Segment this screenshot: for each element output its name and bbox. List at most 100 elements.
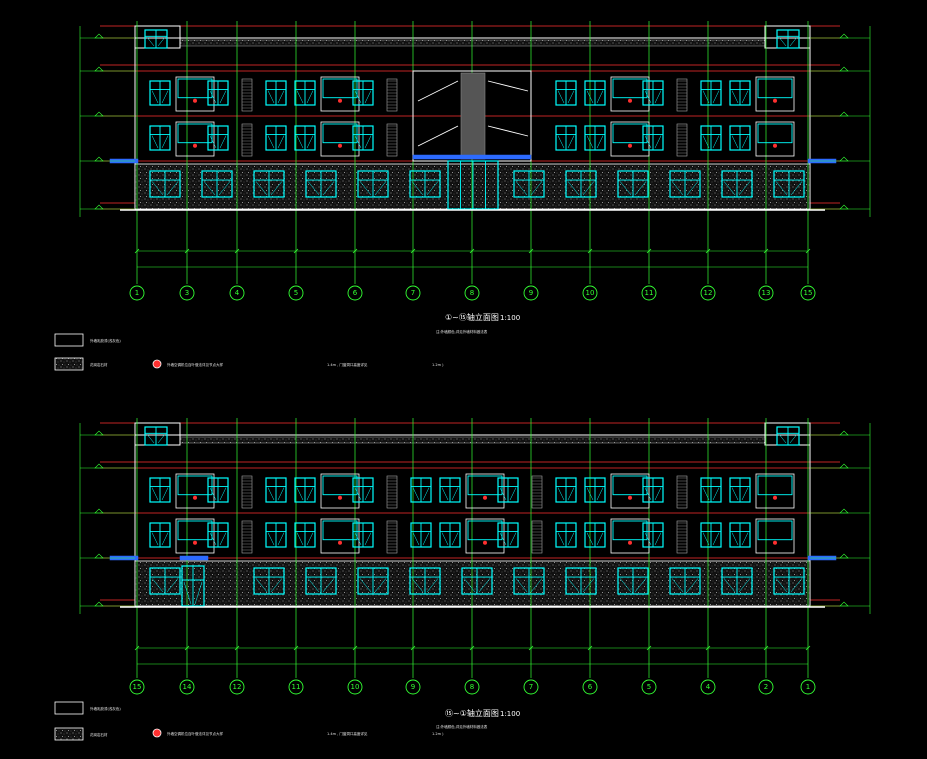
window bbox=[669, 170, 701, 198]
ac-unit bbox=[610, 473, 650, 509]
window bbox=[181, 565, 205, 607]
axis-bubble bbox=[758, 285, 774, 301]
window bbox=[642, 522, 664, 548]
axis-label: 12 bbox=[233, 683, 242, 691]
window-swing bbox=[306, 487, 314, 501]
window bbox=[700, 125, 722, 151]
window bbox=[265, 477, 287, 503]
window-swing bbox=[634, 181, 647, 196]
ac-window bbox=[177, 78, 213, 99]
louver bbox=[386, 520, 398, 554]
dim-tick bbox=[763, 645, 769, 651]
level-marker bbox=[839, 508, 849, 514]
louver-frame bbox=[241, 520, 253, 554]
ac-frame bbox=[175, 76, 215, 112]
window-swing bbox=[557, 135, 565, 149]
window-swing bbox=[671, 578, 684, 593]
ac-window bbox=[322, 475, 358, 496]
window-swing bbox=[151, 487, 159, 501]
louver bbox=[676, 520, 688, 554]
window-swing bbox=[586, 90, 594, 104]
window-swing bbox=[426, 578, 439, 593]
louver-frame bbox=[676, 123, 688, 157]
corner-tower bbox=[764, 422, 811, 446]
ac-marker bbox=[773, 98, 777, 103]
window-swing bbox=[515, 181, 528, 196]
ac-window bbox=[757, 520, 793, 541]
ac-marker bbox=[193, 495, 197, 500]
ac-frame bbox=[465, 518, 505, 554]
window-swing bbox=[499, 487, 507, 501]
window bbox=[352, 477, 374, 503]
axis-label: 8 bbox=[470, 289, 474, 297]
window-swing bbox=[723, 578, 736, 593]
axis-bubble bbox=[758, 679, 774, 695]
ac-frame bbox=[320, 76, 360, 112]
axis-bubble bbox=[641, 285, 657, 301]
axis-bubble bbox=[582, 679, 598, 695]
rear-legend-stone: 花岗岩石材 bbox=[90, 732, 108, 737]
level-marker bbox=[94, 430, 104, 436]
window-swing bbox=[151, 578, 164, 593]
axis-label: 13 bbox=[762, 289, 771, 297]
window-swing bbox=[277, 487, 285, 501]
ac-unit bbox=[465, 518, 505, 554]
level-marker bbox=[839, 66, 849, 72]
axis-bubble bbox=[129, 285, 145, 301]
window-swing bbox=[422, 532, 430, 546]
window bbox=[144, 29, 168, 49]
window bbox=[410, 522, 432, 548]
window-swing bbox=[731, 532, 739, 546]
ac-unit bbox=[175, 473, 215, 509]
rear-note: 注:外墙颜色,详见外墙材料做法表 bbox=[436, 724, 488, 729]
ac-window bbox=[757, 123, 793, 144]
window-swing bbox=[582, 578, 595, 593]
louver bbox=[676, 78, 688, 112]
ac-window bbox=[177, 475, 213, 496]
window bbox=[565, 567, 597, 595]
louver-frame bbox=[241, 78, 253, 112]
ac-frame bbox=[175, 121, 215, 157]
axis-bubble bbox=[347, 285, 363, 301]
front-scale: 1:100 bbox=[500, 314, 520, 322]
axis-label: 1 bbox=[806, 683, 810, 691]
level-marker bbox=[94, 463, 104, 469]
dim-tick bbox=[293, 248, 299, 254]
window-swing bbox=[567, 90, 575, 104]
ac-frame bbox=[175, 518, 215, 554]
window-swing bbox=[741, 135, 749, 149]
window-swing bbox=[267, 532, 275, 546]
stone-plinth bbox=[134, 163, 811, 210]
level-marker bbox=[94, 601, 104, 607]
ac-marker bbox=[773, 143, 777, 148]
window bbox=[642, 80, 664, 106]
window-swing bbox=[374, 578, 387, 593]
window-swing bbox=[426, 181, 439, 196]
louver bbox=[531, 520, 543, 554]
window bbox=[773, 567, 805, 595]
window bbox=[201, 170, 233, 198]
window bbox=[555, 125, 577, 151]
window-swing bbox=[364, 532, 372, 546]
dim-tick bbox=[134, 248, 140, 254]
corner-tower bbox=[134, 25, 181, 49]
window-swing bbox=[354, 90, 362, 104]
ac-marker bbox=[628, 540, 632, 545]
window bbox=[584, 125, 606, 151]
axis-bubble bbox=[288, 285, 304, 301]
axis-bubble bbox=[582, 285, 598, 301]
axis-label: 14 bbox=[183, 683, 192, 691]
window bbox=[253, 170, 285, 198]
window-swing bbox=[790, 181, 803, 196]
ac-window bbox=[322, 123, 358, 144]
louver-frame bbox=[241, 123, 253, 157]
window-swing bbox=[686, 181, 699, 196]
window bbox=[265, 80, 287, 106]
window-swing bbox=[712, 135, 720, 149]
ac-frame bbox=[755, 76, 795, 112]
window bbox=[439, 477, 461, 503]
dim-tick bbox=[705, 248, 711, 254]
axis-label: 2 bbox=[764, 683, 768, 691]
